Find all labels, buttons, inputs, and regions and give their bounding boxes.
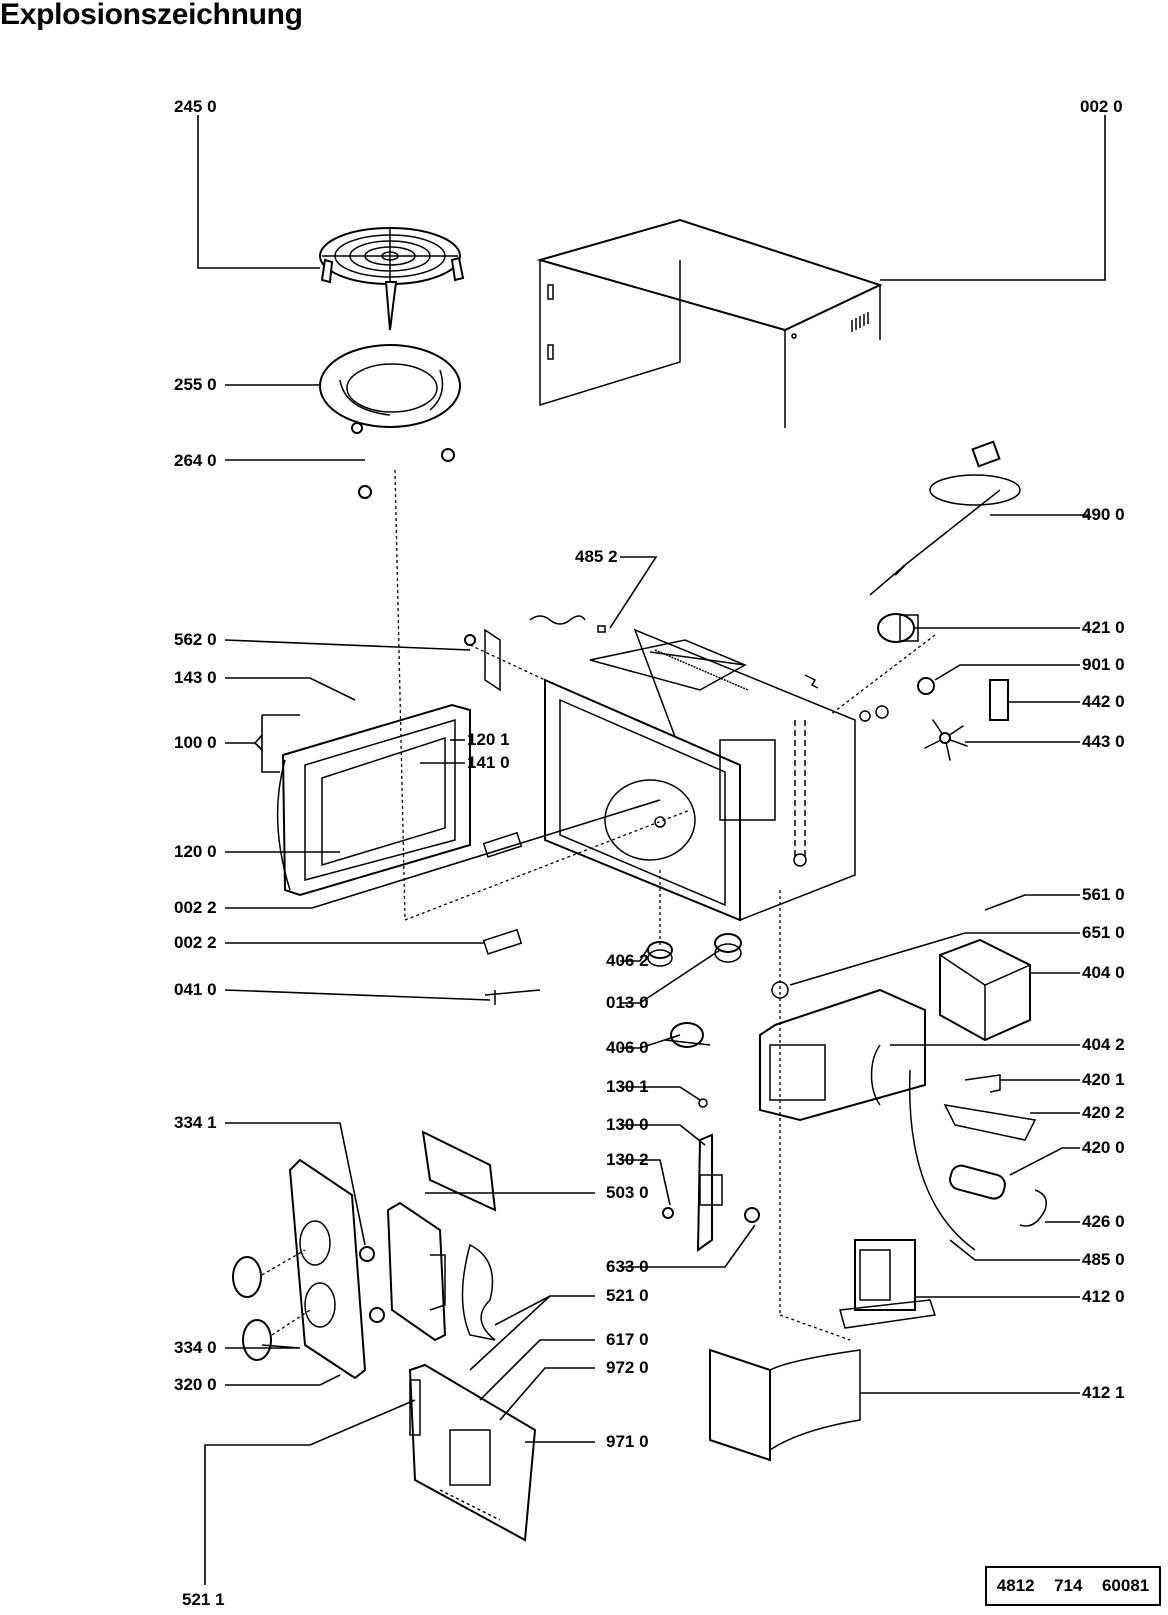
outer-casing-drawing <box>536 218 883 428</box>
part-label-255-0: 255 0 <box>174 375 217 394</box>
part-label-334-1: 334 1 <box>174 1113 217 1132</box>
part-label-130-2: 130 2 <box>606 1150 649 1169</box>
part-label-420-1: 420 1 <box>1082 1070 1125 1089</box>
part-label-412-0: 412 0 <box>1082 1287 1125 1306</box>
leader-lines <box>197 115 1106 1585</box>
part-label-002-2-top: 002 2 <box>174 898 217 917</box>
part-label-406-0: 406 0 <box>606 1038 649 1057</box>
grill-rack-drawing <box>319 227 465 331</box>
bracket-drawing <box>484 989 541 1005</box>
hinge-top-drawing <box>482 831 523 858</box>
part-label-130-1: 130 1 <box>606 1077 649 1096</box>
part-label-521-0: 521 0 <box>606 1286 649 1305</box>
assembly-line <box>469 644 546 681</box>
part-label-334-0: 334 0 <box>174 1338 217 1357</box>
turntable-motor-drawing <box>647 933 742 1048</box>
latch-parts-drawing <box>464 615 819 692</box>
part-label-971-0: 971 0 <box>606 1432 649 1451</box>
part-label-120-0: 120 0 <box>174 842 217 861</box>
part-label-562-0: 562 0 <box>174 630 217 649</box>
part-label-002-0: 002 0 <box>1080 97 1123 116</box>
part-label-420-2: 420 2 <box>1082 1103 1125 1122</box>
part-label-320-0: 320 0 <box>174 1375 217 1394</box>
part-label-013-0: 013 0 <box>606 993 649 1012</box>
part-label-412-1: 412 1 <box>1082 1383 1125 1402</box>
part-label-120-1: 120 1 <box>467 730 510 749</box>
part-label-406-2: 406 2 <box>606 951 649 970</box>
magnetron-duct-drawing <box>759 938 1031 1122</box>
glass-turntable-drawing <box>319 344 461 428</box>
part-label-442-0: 442 0 <box>1082 692 1125 711</box>
part-label-503-0: 503 0 <box>606 1183 649 1202</box>
power-cord-drawing <box>869 440 1021 596</box>
part-label-404-0: 404 0 <box>1082 963 1125 982</box>
part-label-141-0: 141 0 <box>467 753 510 772</box>
part-label-633-0: 633 0 <box>606 1257 649 1276</box>
insulation-sheet-drawing <box>461 1243 496 1341</box>
transformer-drawing <box>839 1239 936 1329</box>
part-label-404-2: 404 2 <box>1082 1035 1125 1054</box>
document-number-part: 60081 <box>1101 1576 1150 1595</box>
capacitor-group-drawing <box>908 1069 1047 1251</box>
page-title: Explosionszeichnung <box>0 0 303 31</box>
part-label-521-1: 521 1 <box>182 1590 225 1609</box>
oven-cavity-drawing <box>544 628 856 922</box>
bottom-plate-drawing <box>709 1348 861 1462</box>
right-small-parts-drawing <box>859 613 1009 761</box>
part-label-245-0: 245 0 <box>174 97 217 116</box>
document-number-part: 4812 <box>996 1576 1035 1595</box>
part-label-443-0: 443 0 <box>1082 732 1125 751</box>
hinge-bottom-drawing <box>482 928 523 955</box>
part-label-617-0: 617 0 <box>606 1330 649 1349</box>
part-label-972-0: 972 0 <box>606 1358 649 1377</box>
part-label-041-0: 041 0 <box>174 980 217 999</box>
part-label-002-2-bottom: 002 2 <box>174 933 217 952</box>
control-panel-drawing <box>232 1158 367 1380</box>
document-number-part: 714 <box>1054 1576 1083 1595</box>
part-label-485-0: 485 0 <box>1082 1250 1125 1269</box>
turntable-support-drawing <box>351 422 455 499</box>
part-label-100-0: 100 0 <box>174 733 217 752</box>
switch-holder-drawing <box>662 1098 760 1252</box>
part-label-485-2: 485 2 <box>575 547 618 566</box>
part-label-264-0: 264 0 <box>174 451 217 470</box>
part-label-421-0: 421 0 <box>1082 618 1125 637</box>
assembly-line <box>404 809 691 921</box>
part-label-901-0: 901 0 <box>1082 655 1125 674</box>
document-number-box: 4812 714 60081 <box>985 1566 1161 1606</box>
part-label-130-0: 130 0 <box>606 1115 649 1134</box>
assembly-line <box>779 1314 851 1341</box>
part-label-561-0: 561 0 <box>1082 885 1125 904</box>
part-label-420-0: 420 0 <box>1082 1138 1125 1157</box>
assembly-line <box>829 634 936 716</box>
part-label-651-0: 651 0 <box>1082 923 1125 942</box>
part-label-490-0: 490 0 <box>1082 505 1125 524</box>
part-label-426-0: 426 0 <box>1082 1212 1125 1231</box>
part-label-143-0: 143 0 <box>174 668 217 687</box>
timer-drawing <box>359 1130 497 1342</box>
door-drawing <box>276 703 471 897</box>
pcb-drawing <box>408 1363 537 1542</box>
